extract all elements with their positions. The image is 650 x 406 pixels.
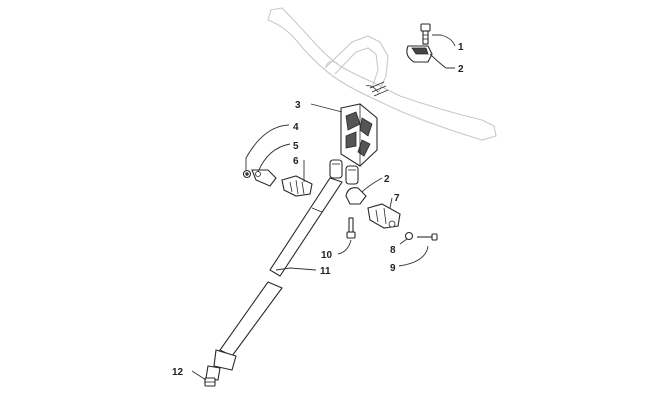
tie-rod-end-part-7 — [367, 203, 401, 229]
handlebar — [267, 7, 497, 141]
callout-3: 3 — [295, 100, 301, 111]
callout-11: 11 — [320, 266, 331, 277]
leader-lines — [191, 34, 456, 381]
tie-rod-end-part-6 — [281, 175, 313, 197]
callout-5: 5 — [293, 141, 299, 152]
link-part-5 — [251, 169, 277, 187]
callout-2-upper: 2 — [458, 64, 464, 75]
callout-4: 4 — [293, 122, 299, 133]
bolt-part-10 — [346, 217, 356, 239]
callout-1: 1 — [458, 42, 464, 53]
callout-labels: 1 2 3 4 5 6 2 7 8 9 10 11 12 — [172, 42, 464, 378]
clamp-part-2-lower — [345, 187, 367, 205]
callout-12: 12 — [172, 367, 184, 378]
bolt-part-9 — [417, 233, 438, 241]
callout-7: 7 — [394, 193, 400, 204]
nut-part-8 — [404, 231, 414, 241]
callout-8: 8 — [390, 245, 396, 256]
clamp-part-2-upper — [406, 45, 433, 63]
steering-post-part-11 — [205, 177, 343, 381]
nut-part-4 — [242, 169, 252, 179]
bolt-part-1 — [420, 23, 431, 45]
callout-10: 10 — [321, 250, 333, 261]
callout-2-lower: 2 — [384, 174, 390, 185]
callout-9: 9 — [390, 263, 396, 274]
bracket-part-3 — [340, 103, 378, 167]
bolt-part-12 — [204, 377, 216, 387]
post-bushings — [329, 159, 359, 185]
callout-6: 6 — [293, 156, 299, 167]
